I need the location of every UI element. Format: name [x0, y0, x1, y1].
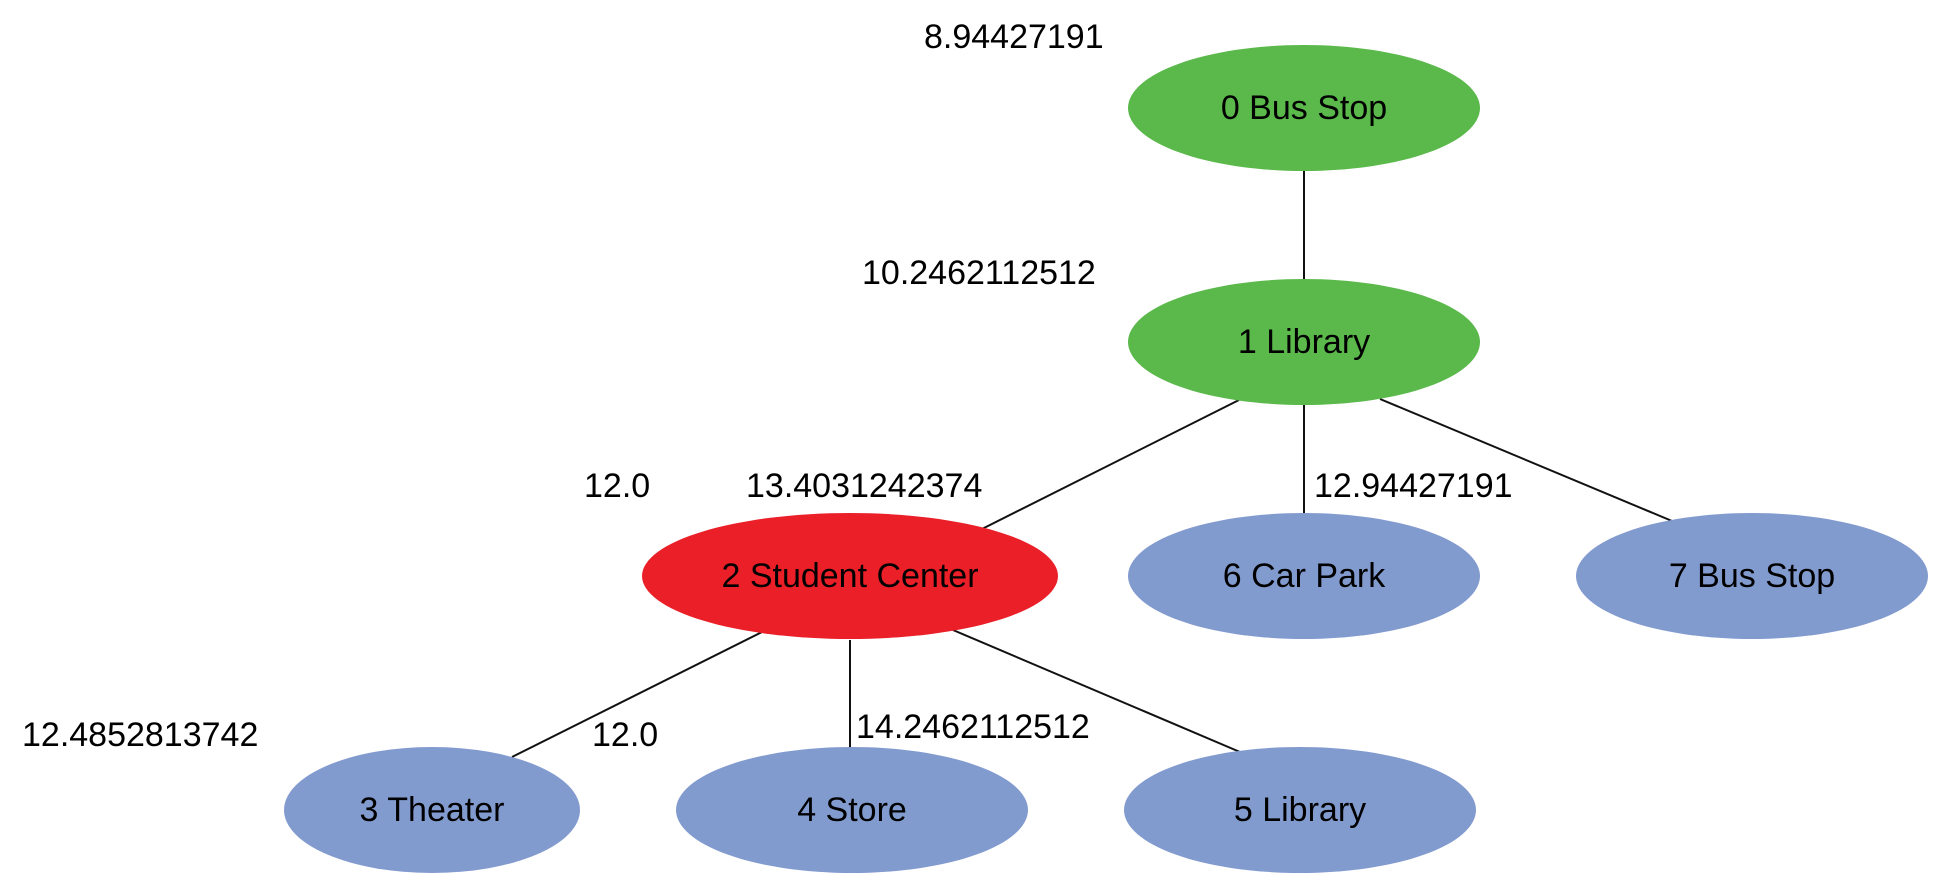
edge-2-3: [511, 631, 763, 758]
node-2-student-center[interactable]: 2 Student Center: [642, 513, 1058, 639]
node-7-bus-stop[interactable]: 7 Bus Stop: [1576, 513, 1928, 639]
node-shape: [1128, 513, 1480, 639]
nodes-layer: 0 Bus Stop 1 Library 2 Student Center 6 …: [284, 45, 1928, 873]
node-4-store[interactable]: 4 Store: [676, 747, 1028, 873]
node-label: 7 Bus Stop: [1669, 557, 1835, 595]
weight-label: 8.94427191: [924, 18, 1104, 56]
node-shape: [1124, 747, 1476, 873]
node-label: 3 Theater: [360, 791, 505, 829]
edges-layer: [511, 171, 1673, 758]
node-6-car-park[interactable]: 6 Car Park: [1128, 513, 1480, 639]
node-3-theater[interactable]: 3 Theater: [284, 747, 580, 873]
node-shape: [642, 513, 1058, 639]
node-shape: [1128, 279, 1480, 405]
node-label: 1 Library: [1238, 323, 1370, 361]
weight-label: 12.4852813742: [22, 716, 258, 754]
node-label: 6 Car Park: [1223, 557, 1386, 595]
node-label: 0 Bus Stop: [1221, 89, 1387, 127]
weight-label: 12.0: [584, 467, 650, 505]
edge-2-5: [952, 629, 1241, 753]
node-shape: [676, 747, 1028, 873]
weights-layer: 8.94427191 10.2462112512 12.0 13.4031242…: [22, 18, 1513, 754]
edge-1-2: [979, 399, 1240, 531]
weight-label: 10.2462112512: [862, 254, 1096, 292]
node-label: 5 Library: [1234, 791, 1366, 829]
node-label: 2 Student Center: [721, 557, 978, 595]
weight-label: 14.2462112512: [856, 708, 1090, 746]
weight-label: 12.94427191: [1314, 467, 1513, 505]
node-shape: [1128, 45, 1480, 171]
weight-label: 12.0: [592, 716, 658, 754]
node-label: 4 Store: [797, 791, 907, 829]
node-shape: [1576, 513, 1928, 639]
node-0-bus-stop[interactable]: 0 Bus Stop: [1128, 45, 1480, 171]
weight-label: 13.4031242374: [746, 467, 982, 505]
node-5-library[interactable]: 5 Library: [1124, 747, 1476, 873]
node-shape: [284, 747, 580, 873]
node-1-library[interactable]: 1 Library: [1128, 279, 1480, 405]
edge-1-7: [1379, 398, 1673, 522]
